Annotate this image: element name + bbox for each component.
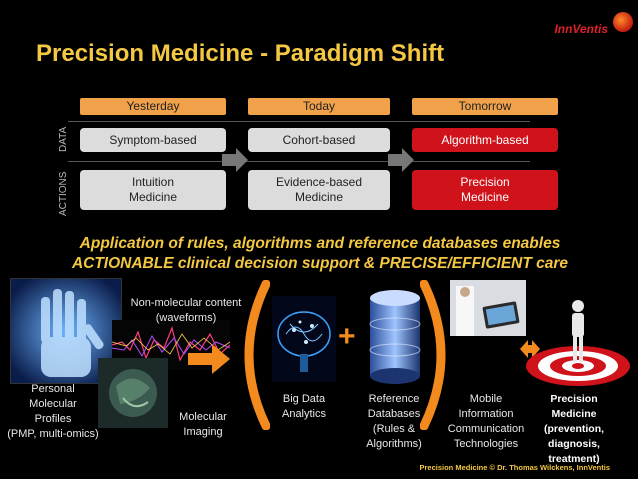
precision-medicine-label: Precision Medicine (prevention, diagnosi… [524, 392, 624, 467]
big-data-brain-image [272, 296, 336, 382]
nonmolecular-line1: Non-molecular content [130, 297, 242, 309]
data-box-label: Symptom-based [109, 132, 197, 147]
bigdata-line1: Big Data [282, 393, 326, 405]
data-box-label: Cohort-based [282, 132, 356, 147]
precision-line2: Medicine [551, 408, 597, 420]
transition-arrow-icon [222, 148, 248, 172]
actions-row-label: ACTIONS [58, 171, 69, 216]
separator-line [68, 161, 530, 162]
data-box-tomorrow: Algorithm-based [412, 128, 558, 152]
reference-line1: Reference [368, 393, 420, 405]
column-header-tomorrow: Tomorrow [412, 98, 558, 115]
nonmolecular-line2: (waveforms) [155, 312, 217, 324]
action-line2: Medicine [460, 190, 510, 204]
action-line1: Intuition [131, 175, 175, 189]
column-header-yesterday: Yesterday [80, 98, 226, 115]
precision-line4: diagnosis, treatment) [548, 438, 600, 465]
big-data-label: Big Data Analytics [272, 392, 336, 422]
transition-arrow-icon [388, 148, 414, 172]
action-line2: Medicine [294, 190, 344, 204]
imaging-line1: Molecular [179, 411, 227, 423]
imaging-line2: Imaging [183, 426, 223, 438]
reference-databases-label: Reference Databases (Rules & Algorithms) [356, 392, 432, 452]
page-title: Precision Medicine - Paradigm Shift [36, 40, 445, 67]
separator-line [68, 121, 530, 122]
precision-line3: (prevention, [543, 423, 605, 435]
personal-line4: (PMP, multi-omics) [7, 428, 99, 440]
bidirectional-arrow-icon [520, 340, 540, 358]
mobile-line2: Information [458, 408, 514, 420]
action-line2: Medicine [128, 190, 178, 204]
reference-line2: Databases [367, 408, 421, 420]
plus-icon: + [338, 320, 356, 353]
left-parenthesis-icon [244, 280, 270, 430]
precision-line1: Precision [550, 393, 598, 405]
data-box-today: Cohort-based [248, 128, 390, 152]
brand-name: InnVentis [554, 22, 608, 36]
personal-line2: Molecular [29, 398, 77, 410]
personal-profiles-label: Personal Molecular Profiles (PMP, multi-… [0, 382, 106, 442]
data-box-yesterday: Symptom-based [80, 128, 226, 152]
personal-line3: Profiles [34, 413, 72, 425]
personal-line1: Personal [31, 383, 75, 395]
nonmolecular-label: Non-molecular content (waveforms) [126, 296, 246, 326]
molecular-imaging-image [98, 358, 168, 428]
precision-target-icon [526, 300, 630, 386]
reference-line4: Algorithms) [366, 438, 422, 450]
mobile-line3: Communication [447, 423, 525, 435]
mobile-line1: Mobile [469, 393, 503, 405]
data-box-label: Algorithm-based [441, 132, 529, 147]
right-parenthesis-icon [420, 280, 446, 430]
subtitle-line1: Application of rules, algorithms and ref… [79, 235, 561, 252]
mobile-line4: Technologies [453, 438, 519, 450]
action-line1: Precision [460, 175, 510, 189]
subtitle: Application of rules, algorithms and ref… [40, 234, 600, 274]
action-line1: Evidence-based [275, 175, 363, 189]
action-box-yesterday: Intuition Medicine [80, 170, 226, 210]
data-row-label: DATA [58, 126, 69, 152]
action-box-tomorrow: Precision Medicine [412, 170, 558, 210]
brand-logo-icon [613, 12, 633, 32]
reference-database-icon [369, 290, 421, 384]
mobile-technologies-label: Mobile Information Communication Technol… [440, 392, 532, 452]
footer-credit: Precision Medicine © Dr. Thomas Wilckens… [419, 463, 610, 472]
reference-line3: (Rules & [372, 423, 416, 435]
column-header-today: Today [248, 98, 390, 115]
mobile-technology-image [450, 280, 526, 336]
subtitle-line2: ACTIONABLE clinical decision support & P… [71, 255, 569, 272]
action-box-today: Evidence-based Medicine [248, 170, 390, 210]
molecular-imaging-label: Molecular Imaging [168, 410, 238, 440]
bigdata-line2: Analytics [281, 408, 327, 420]
flow-arrow-icon [188, 344, 230, 374]
